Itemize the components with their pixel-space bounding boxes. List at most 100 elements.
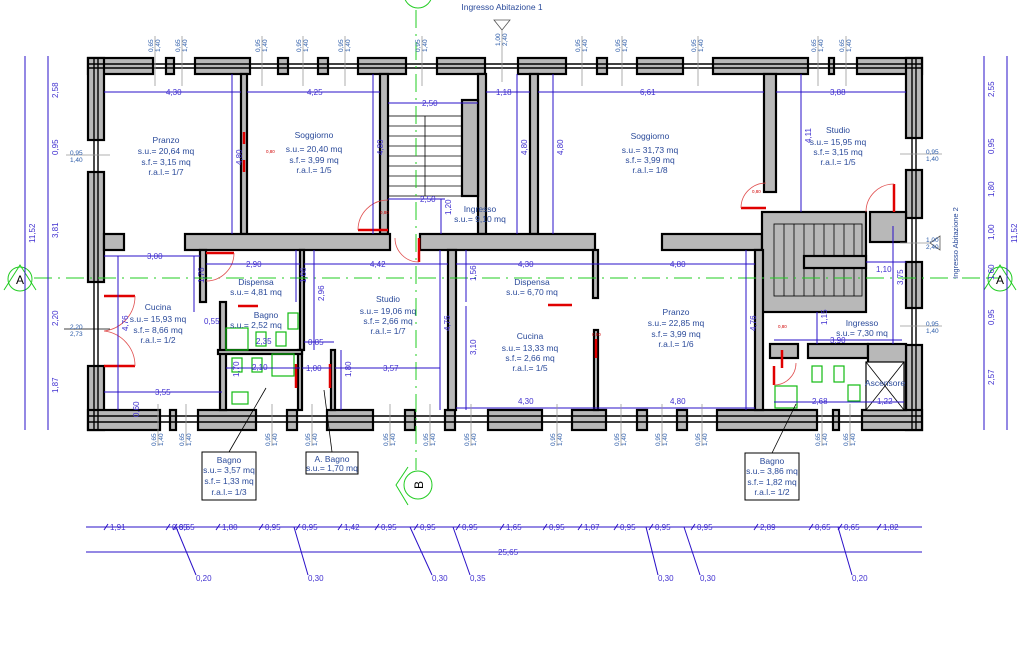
bottom-seg-dim: 2,89: [760, 523, 776, 532]
wall-thickness-dim: 0,20: [196, 574, 212, 583]
svg-text:Ascensore: Ascensore: [865, 378, 905, 388]
svg-text:s.u.= 3,57 mq: s.u.= 3,57 mq: [203, 465, 255, 475]
left-total-dim: 11,52: [28, 223, 37, 243]
window-dim-height: 1,40: [662, 433, 669, 446]
window-dim-height: 1,40: [846, 39, 853, 52]
bottom-seg-dim: 1,82: [883, 523, 899, 532]
svg-text:s.u.= 31,73 mq: s.u.= 31,73 mq: [622, 145, 679, 155]
svg-text:r.a.l.= 1/8: r.a.l.= 1/8: [632, 165, 667, 175]
dim-label: 4,30: [166, 88, 182, 97]
svg-text:r.a.l.= 1/7: r.a.l.= 1/7: [148, 167, 183, 177]
svg-text:Dispensa: Dispensa: [238, 277, 274, 287]
window-dim-height: 1,40: [345, 39, 352, 52]
dim-label: 3,57: [383, 364, 399, 373]
left-door-h: 2,73: [70, 331, 83, 338]
svg-text:s.u.= 15,93 mq: s.u.= 15,93 mq: [130, 314, 187, 324]
window-dim-width: 0,95: [255, 39, 262, 52]
entrance-marker-2: 1,00 2,40 Ingresso Abitazione 2: [900, 207, 960, 279]
dim-label: 2,96: [317, 285, 326, 301]
window-dim-height: 1,40: [155, 39, 162, 52]
dim-label: 1,80: [344, 361, 353, 377]
window-dim-width: 0,65: [151, 433, 158, 446]
dim-label: 2,35: [256, 337, 272, 346]
entrance-label-1: Ingresso Abitazione 1: [461, 2, 543, 12]
bottom-seg-dim: 0,65: [172, 523, 188, 532]
svg-text:Soggiorno: Soggiorno: [631, 131, 670, 141]
right-window-w: 0,95: [926, 321, 939, 328]
svg-text:r.a.l.= 1/2: r.a.l.= 1/2: [140, 335, 175, 345]
dim-label: 0,85: [308, 338, 324, 347]
dim-label: 4,30: [518, 397, 534, 406]
svg-text:s.f.= 1,33 mq: s.f.= 1,33 mq: [204, 476, 254, 486]
left-door-w: 2,20: [70, 324, 83, 331]
dim-label: 1,70: [232, 361, 241, 377]
window-dim-height: 1,40: [621, 433, 628, 446]
svg-text:Pranzo: Pranzo: [153, 135, 180, 145]
bottom-seg-dim: 1,80: [222, 523, 238, 532]
dim-label: 3,10: [469, 339, 478, 355]
svg-text:r.a.l.= 1/5: r.a.l.= 1/5: [512, 363, 547, 373]
dim-label: 1,20: [444, 199, 453, 215]
wall-thickness-dim: 0,30: [432, 574, 448, 583]
window-dim-width: 0,65: [843, 433, 850, 446]
wall-thickness-dim: 0,30: [700, 574, 716, 583]
axis-label-a-right: A: [996, 273, 1004, 287]
left-dimension-chain: 11,52 2,58 0,95 3,81 2,20 1,87 0,95 1,40…: [24, 56, 110, 430]
dim-label: 4,80: [670, 260, 686, 269]
window-dim-width: 0,65: [175, 39, 182, 52]
svg-text:s.u.= 1,70 mq: s.u.= 1,70 mq: [306, 463, 358, 473]
door-label: 0,80: [266, 149, 275, 154]
dim-label: 3,88: [830, 88, 846, 97]
window-dim-width: 0,95: [415, 39, 422, 52]
left-window-w: 0,95: [70, 150, 83, 157]
dim-label: 3,75: [896, 269, 905, 285]
window-dim-height: 1,40: [158, 433, 165, 446]
bottom-seg-dim: 0,95: [549, 523, 565, 532]
svg-text:s.u.= 15,95 mq: s.u.= 15,95 mq: [810, 137, 867, 147]
svg-text:s.f.= 8,66 mq: s.f.= 8,66 mq: [133, 325, 183, 335]
window-dim-width: 0,65: [839, 39, 846, 52]
dim-label: 3,55: [155, 388, 171, 397]
bottom-seg-dim: 1,65: [506, 523, 522, 532]
svg-text:Cucina: Cucina: [517, 331, 544, 341]
svg-text:s.f.= 3,15 mq: s.f.= 3,15 mq: [813, 147, 863, 157]
window-dim-width: 0,65: [148, 39, 155, 52]
dim-label: 4,80: [556, 139, 565, 155]
svg-text:s.u.= 22,85 mq: s.u.= 22,85 mq: [648, 318, 705, 328]
right-seg-dim: 1,80: [987, 181, 996, 197]
bottom-seg-dim: 0,95: [265, 523, 281, 532]
window-dim-width: 0,95: [265, 433, 272, 446]
entrance-dim-width-2: 1,00: [926, 237, 939, 244]
window-dim-width: 0,95: [464, 433, 471, 446]
right-window-h: 1,40: [926, 156, 939, 163]
bottom-seg-dim: 0,65: [179, 523, 195, 532]
svg-text:s.f.= 3,15 mq: s.f.= 3,15 mq: [141, 157, 191, 167]
axis-marker-a-left: A: [3, 264, 37, 292]
svg-text:s.f.= 2,66 mq: s.f.= 2,66 mq: [505, 353, 555, 363]
dim-label: 1,15: [820, 309, 829, 325]
door-label: 0,80: [380, 210, 389, 215]
dim-label: 4,11: [804, 127, 813, 143]
entrance-label-2: Ingresso Abitazione 2: [951, 207, 960, 279]
left-seg-dim: 1,87: [51, 377, 60, 393]
dim-label: 4,25: [307, 88, 323, 97]
axis-label-a-left: A: [16, 273, 24, 287]
bottom-seg-dim: 1,42: [344, 523, 360, 532]
door-label: 0,80: [752, 189, 761, 194]
svg-text:s.f.= 3,99 mq: s.f.= 3,99 mq: [289, 155, 339, 165]
svg-text:s.u.= 4,81 mq: s.u.= 4,81 mq: [230, 287, 282, 297]
bottom-seg-dim: 1,91: [110, 523, 126, 532]
entrance-marker-1: Ingresso Abitazione 1 1,00 2,40: [461, 2, 543, 82]
right-seg-dim: 1,60: [987, 264, 996, 280]
svg-text:r.a.l.= 1/5: r.a.l.= 1/5: [296, 165, 331, 175]
left-seg-dim: 2,20: [51, 310, 60, 326]
